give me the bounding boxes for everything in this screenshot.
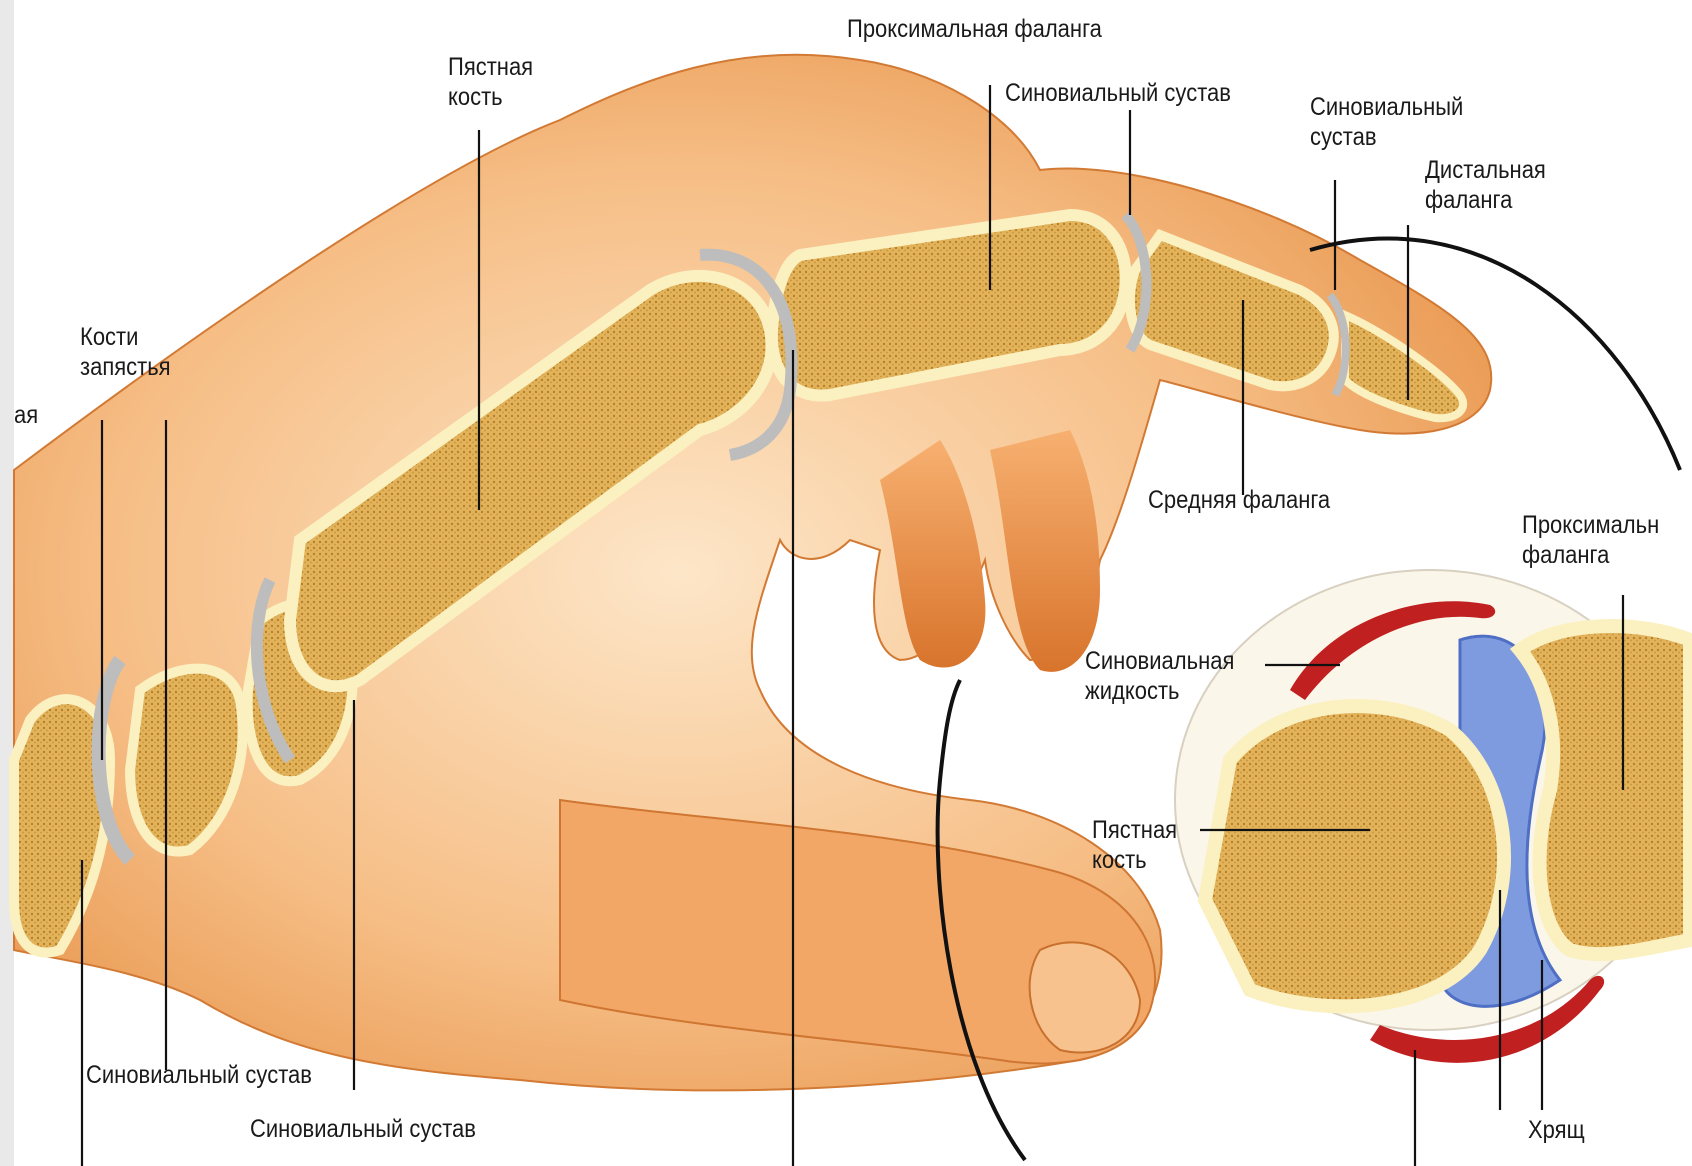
label-synovial-joint-right: Синовиальный сустав xyxy=(1310,92,1463,152)
label-carpal-bones: Кости запястья xyxy=(80,322,171,382)
inset-metacarpal-head xyxy=(1205,706,1504,1006)
inset-joint xyxy=(1175,570,1690,1063)
label-proximal-phalanx-top: Проксимальная фаланга xyxy=(847,14,1102,44)
label-metacarpal-inset: Пястная кость xyxy=(1092,815,1177,875)
label-left-cut: ая xyxy=(14,400,38,430)
label-proximal-phalanx-inset: Проксимальн фаланга xyxy=(1522,510,1659,570)
inset-proximal-phalanx xyxy=(1520,626,1690,954)
label-distal-phalanx: Дистальная фаланга xyxy=(1425,155,1546,215)
label-synovial-fluid: Синовиальная жидкость xyxy=(1085,646,1234,706)
label-synovial-joint-bottom: Синовиальный сустав xyxy=(250,1114,476,1144)
label-synovial-joint-top: Синовиальный сустав xyxy=(1005,78,1231,108)
label-synovial-joint-bottom-left: Синовиальный сустав xyxy=(86,1060,312,1090)
label-cartilage: Хрящ xyxy=(1528,1115,1585,1145)
label-metacarpal-top: Пястная кость xyxy=(448,52,533,112)
label-middle-phalanx: Средняя фаланга xyxy=(1148,485,1330,515)
